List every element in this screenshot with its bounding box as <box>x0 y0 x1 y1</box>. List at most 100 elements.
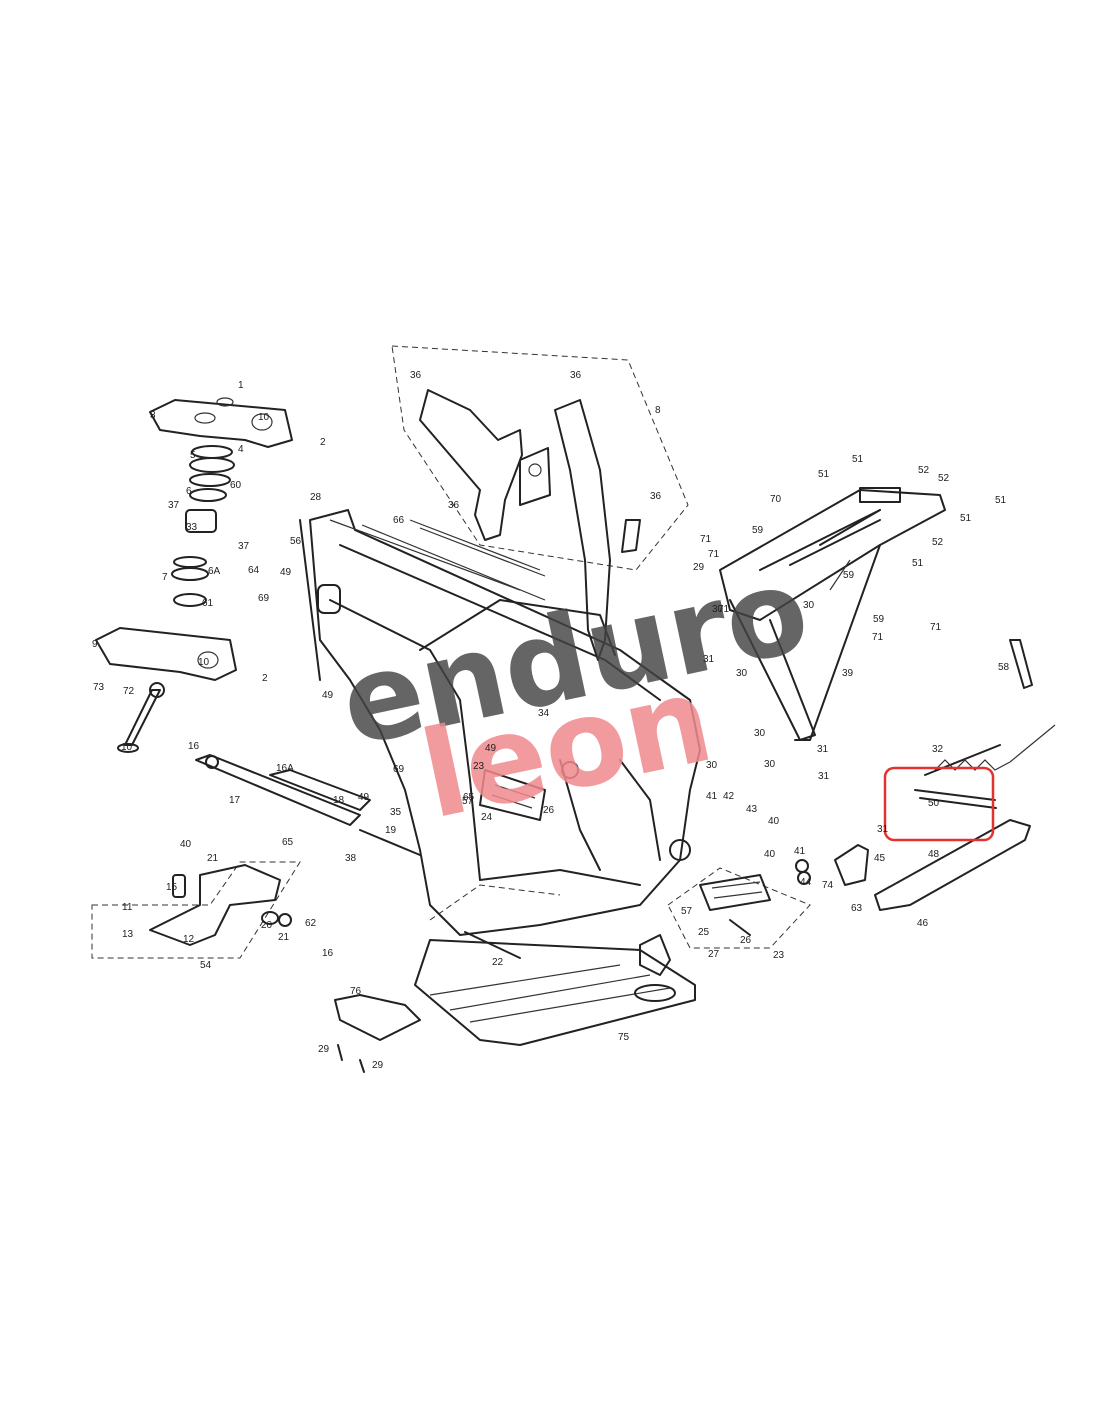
part-label-74: 74 <box>822 880 834 891</box>
part-label-2: 2 <box>262 673 268 684</box>
part-label-51: 51 <box>912 558 924 569</box>
part-label-21: 21 <box>207 853 219 864</box>
pivot-bar <box>195 754 421 856</box>
part-label-57: 57 <box>681 906 693 917</box>
part-label-10: 10 <box>121 742 133 753</box>
brake-pedal <box>149 864 292 946</box>
part-label-65: 65 <box>282 837 294 848</box>
part-label-30: 30 <box>754 728 766 739</box>
part-label-51: 51 <box>818 469 830 480</box>
side-stand-bracket <box>795 844 869 886</box>
part-label-71: 71 <box>708 549 720 560</box>
part-label-6A: 6A <box>208 566 221 577</box>
part-label-38: 38 <box>345 853 357 864</box>
part-label-54: 54 <box>200 960 212 971</box>
part-label-30: 30 <box>803 600 815 611</box>
part-label-72: 72 <box>123 686 135 697</box>
steering-bearings <box>171 445 235 607</box>
part-label-39: 39 <box>842 668 854 679</box>
part-label-59: 59 <box>752 525 764 536</box>
part-label-49: 49 <box>280 567 292 578</box>
part-label-51: 51 <box>960 513 972 524</box>
side-stand <box>874 639 1033 911</box>
rear-subframe <box>719 487 946 741</box>
part-label-32: 32 <box>932 744 944 755</box>
part-label-62: 62 <box>305 918 317 929</box>
part-label-23: 23 <box>473 761 485 772</box>
part-label-49: 49 <box>322 690 334 701</box>
part-label-13: 13 <box>122 929 134 940</box>
part-label-65: 65 <box>463 792 475 803</box>
part-label-36: 36 <box>570 370 582 381</box>
part-label-12: 12 <box>183 934 195 945</box>
shock-spring-32 <box>934 724 1056 771</box>
part-label-71: 71 <box>872 632 884 643</box>
part-label-6: 6 <box>186 486 192 497</box>
side-panel-right <box>554 399 641 661</box>
part-label-20: 20 <box>261 920 273 931</box>
part-label-36: 36 <box>650 491 662 502</box>
part-label-4: 4 <box>238 444 244 455</box>
part-label-52: 52 <box>918 465 930 476</box>
part-label-9: 9 <box>92 639 98 650</box>
screw-29-a <box>337 1044 343 1061</box>
part-label-59: 59 <box>843 570 855 581</box>
part-label-52: 52 <box>932 537 944 548</box>
part-label-49: 49 <box>358 792 370 803</box>
part-label-37: 37 <box>168 500 180 511</box>
part-label-71: 71 <box>930 622 942 633</box>
part-label-66: 66 <box>393 515 405 526</box>
part-label-29: 29 <box>372 1060 384 1071</box>
part-label-31: 31 <box>818 771 830 782</box>
part-label-46: 46 <box>917 918 929 929</box>
part-label-51: 51 <box>995 495 1007 506</box>
part-label-31: 31 <box>877 824 889 835</box>
part-label-33: 33 <box>186 522 198 533</box>
part-label-63: 63 <box>851 903 863 914</box>
part-label-44: 44 <box>800 877 812 888</box>
part-label-41: 41 <box>706 791 718 802</box>
part-label-70: 70 <box>770 494 782 505</box>
part-label-75: 75 <box>618 1032 630 1043</box>
part-label-56: 56 <box>290 536 302 547</box>
footpeg-right <box>699 874 771 936</box>
part-label-43: 43 <box>746 804 758 815</box>
part-label-37: 37 <box>238 541 250 552</box>
part-label-52: 52 <box>938 473 950 484</box>
part-label-41: 41 <box>794 846 806 857</box>
part-label-5: 5 <box>190 450 196 461</box>
part-label-60: 60 <box>230 480 242 491</box>
part-label-36: 36 <box>410 370 422 381</box>
part-label-18: 18 <box>333 795 345 806</box>
part-label-26: 26 <box>543 805 555 816</box>
part-label-19: 19 <box>385 825 397 836</box>
steering-stem <box>117 682 165 753</box>
part-label-21: 21 <box>278 932 290 943</box>
part-label-16: 16 <box>322 948 334 959</box>
part-label-11: 11 <box>122 902 133 913</box>
part-label-25: 25 <box>698 927 710 938</box>
side-panel-left <box>419 389 551 541</box>
part-label-48: 48 <box>928 849 940 860</box>
group-box-23 <box>667 867 811 949</box>
main-frame <box>299 509 701 936</box>
group-box-8 <box>391 345 689 571</box>
long-bolt-22 <box>464 931 521 959</box>
part-label-30: 30 <box>736 668 748 679</box>
part-label-71: 71 <box>700 534 712 545</box>
part-label-30: 30 <box>764 759 776 770</box>
part-label-2: 2 <box>320 437 326 448</box>
part-label-76: 76 <box>350 986 362 997</box>
part-label-31: 31 <box>817 744 829 755</box>
part-label-28: 28 <box>310 492 322 503</box>
part-label-29: 29 <box>693 562 705 573</box>
part-label-10: 10 <box>198 657 210 668</box>
part-label-51: 51 <box>852 454 864 465</box>
part-label-30: 30 <box>706 760 718 771</box>
part-label-30: 30 <box>712 604 724 615</box>
part-label-17: 17 <box>229 795 241 806</box>
part-label-69: 69 <box>393 764 405 775</box>
part-label-58: 58 <box>998 662 1010 673</box>
